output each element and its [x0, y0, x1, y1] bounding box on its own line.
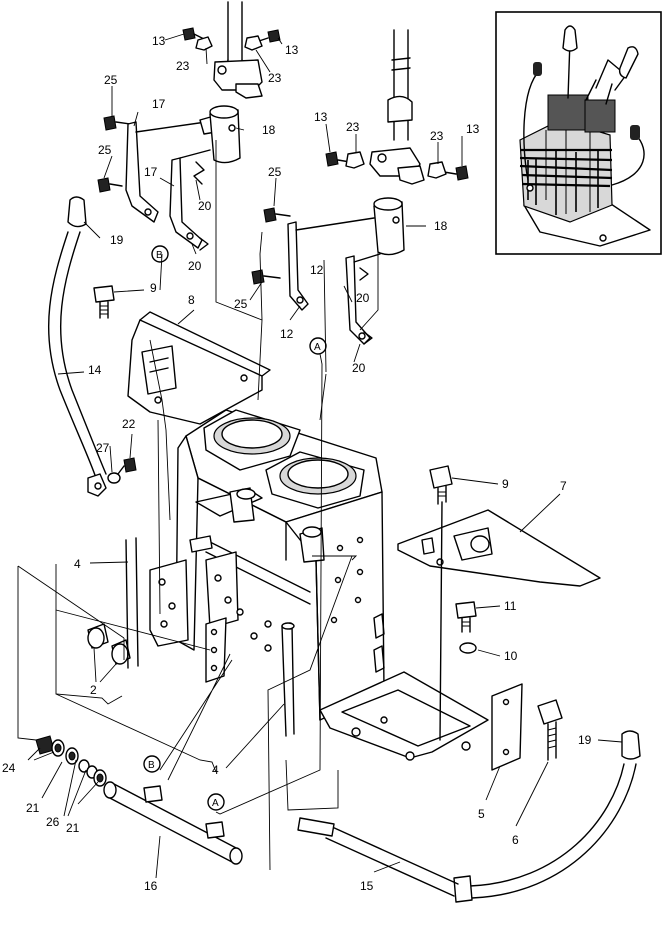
callout-25: 25 [98, 143, 112, 157]
callout-27: 27 [96, 441, 110, 455]
callout-4: 4 [74, 557, 81, 571]
callout-23: 23 [268, 71, 282, 85]
callout-13: 13 [466, 122, 480, 136]
plate-5-bolt-6 [491, 683, 563, 771]
callout-21: 21 [66, 821, 80, 835]
callout-2: 2 [90, 683, 97, 697]
callout-23: 23 [346, 120, 360, 134]
callout-12: 12 [280, 327, 294, 341]
callout-12: 12 [310, 263, 324, 277]
callout-16: 16 [144, 879, 158, 893]
callout-7: 7 [560, 479, 567, 493]
ref-mark-b-upper [151, 245, 169, 263]
callout-a: A [314, 342, 321, 353]
bracket-set-17 [97, 105, 241, 263]
bolt-11-washer-10 [455, 601, 477, 654]
callout-21: 21 [26, 801, 40, 815]
callout-25: 25 [268, 165, 282, 179]
callout-15: 15 [360, 879, 374, 893]
callout-19: 19 [578, 733, 592, 747]
ref-mark-b-lower [143, 755, 161, 773]
callout-23: 23 [176, 59, 190, 73]
callout-6: 6 [512, 833, 519, 847]
callout-25: 25 [104, 73, 118, 87]
lever-15 [297, 730, 641, 903]
callout-13: 13 [314, 110, 328, 124]
bolt-9-left [93, 285, 115, 319]
ref-mark-a-upper [309, 337, 327, 355]
lever-rod-upper-middle [325, 29, 469, 185]
callout-18: 18 [262, 123, 276, 137]
callout-18: 18 [434, 219, 448, 233]
callout-14: 14 [88, 363, 102, 377]
callout-26: 26 [46, 815, 60, 829]
callout-b: B [156, 250, 163, 261]
callout-13: 13 [285, 43, 299, 57]
callout-23: 23 [430, 129, 444, 143]
callout-20: 20 [352, 361, 366, 375]
leader-lines [17, 33, 623, 879]
lever-14 [47, 196, 137, 497]
callout-9: 9 [502, 477, 509, 491]
callout-25: 25 [234, 297, 248, 311]
callout-24: 24 [2, 761, 16, 775]
callout-20: 20 [356, 291, 370, 305]
callout-labels: 13 13 23 23 25 17 18 25 17 20 13 23 23 1… [2, 34, 592, 893]
callout-19: 19 [110, 233, 124, 247]
callout-20: 20 [188, 259, 202, 273]
callout-9: 9 [150, 281, 157, 295]
ref-mark-a-lower [207, 793, 225, 811]
shaft-16 [35, 735, 243, 865]
callout-10: 10 [504, 649, 518, 663]
callout-13: 13 [152, 34, 166, 48]
callout-4: 4 [212, 763, 219, 777]
callout-22: 22 [122, 417, 136, 431]
callout-11: 11 [504, 599, 517, 613]
lever-assembly-upper-left [182, 1, 281, 99]
inset-overview [495, 11, 662, 255]
callout-b: B [148, 760, 155, 771]
cover-7 [397, 465, 601, 741]
callout-20: 20 [198, 199, 212, 213]
callout-17: 17 [152, 97, 166, 111]
callout-8: 8 [188, 293, 195, 307]
bracket-set-12 [251, 197, 405, 355]
callout-a: A [212, 798, 219, 809]
callout-17: 17 [144, 165, 158, 179]
callout-5: 5 [478, 807, 485, 821]
